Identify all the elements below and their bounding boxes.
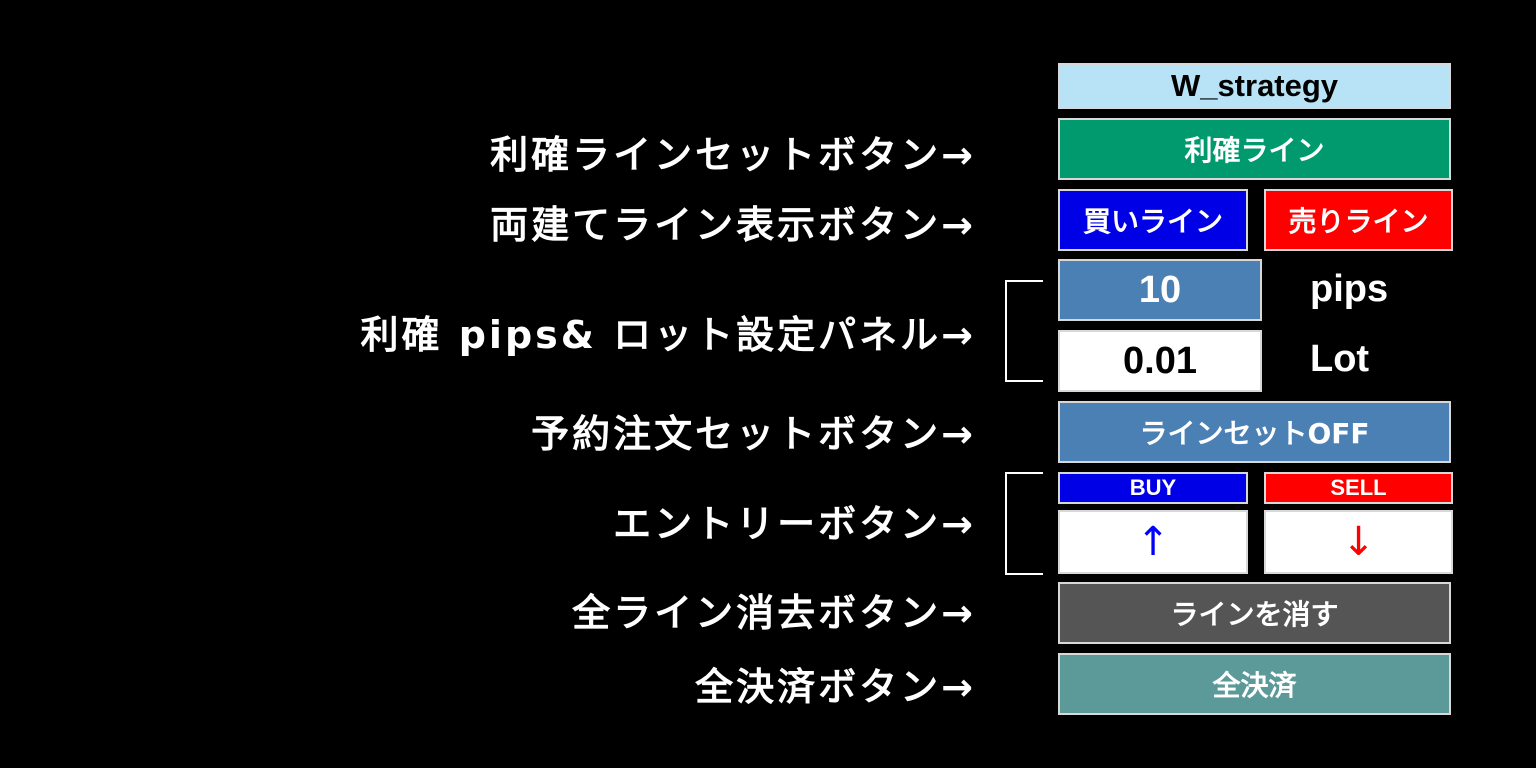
strategy-title: W_strategy [1058,63,1451,109]
pips-unit-label: pips [1310,268,1389,310]
close-all-label: 全決済ボタン→ [695,665,976,709]
entry-bracket [1005,472,1043,575]
buy-button[interactable]: ↑ [1058,510,1248,574]
take-profit-label: 利確ラインセットボタン→ [490,133,976,177]
buy-label: BUY [1058,472,1248,504]
buy-line-button[interactable]: 買いライン [1058,189,1248,251]
sell-button[interactable]: ↓ [1264,510,1453,574]
pending-order-label: 予約注文セットボタン→ [531,412,976,456]
line-set-toggle-button[interactable]: ラインセットOFF [1058,401,1451,463]
clear-lines-button[interactable]: ラインを消す [1058,582,1451,644]
sell-label: SELL [1264,472,1453,504]
lot-input[interactable]: 0.01 [1058,330,1262,392]
lot-unit-label: Lot [1310,338,1370,380]
entry-label: エントリーボタン→ [613,502,976,546]
clear-lines-label: 全ライン消去ボタン→ [572,591,976,635]
sell-line-button[interactable]: 売りライン [1264,189,1453,251]
hedge-lines-label: 両建てライン表示ボタン→ [490,203,976,247]
pips-lot-bracket [1005,280,1043,382]
close-all-button[interactable]: 全決済 [1058,653,1451,715]
pips-input[interactable]: 10 [1058,259,1262,321]
take-profit-button[interactable]: 利確ライン [1058,118,1451,180]
pips-lot-panel-label: 利確 pips& ロット設定パネル→ [360,313,976,357]
